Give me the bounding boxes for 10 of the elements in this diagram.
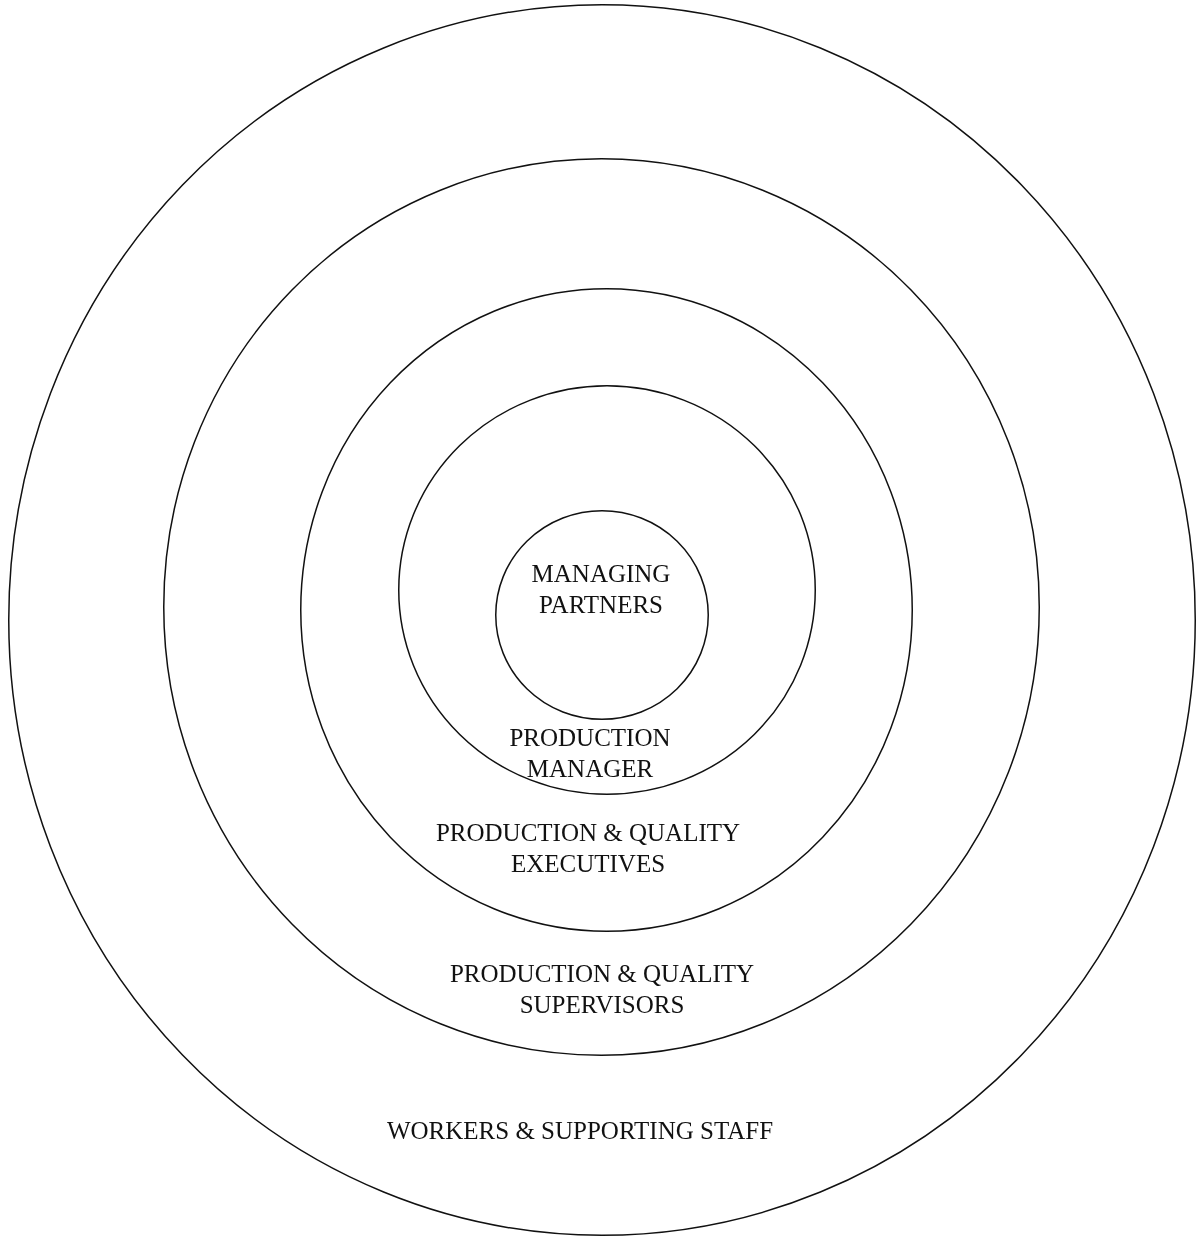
level-label: WORKERS & SUPPORTING STAFF xyxy=(385,1116,775,1146)
hierarchy-ring xyxy=(8,4,1196,1236)
core-circle xyxy=(495,510,709,720)
hierarchy-ring xyxy=(398,385,816,795)
level-label: PRODUCTION & QUALITY EXECUTIVES xyxy=(434,818,742,879)
hierarchy-ring xyxy=(300,288,913,932)
hierarchy-ring xyxy=(163,158,1040,1056)
level-label: MANAGING PARTNERS xyxy=(530,559,672,620)
level-label: PRODUCTION & QUALITY SUPERVISORS xyxy=(448,959,756,1020)
level-label: PRODUCTION MANAGER xyxy=(508,723,672,784)
